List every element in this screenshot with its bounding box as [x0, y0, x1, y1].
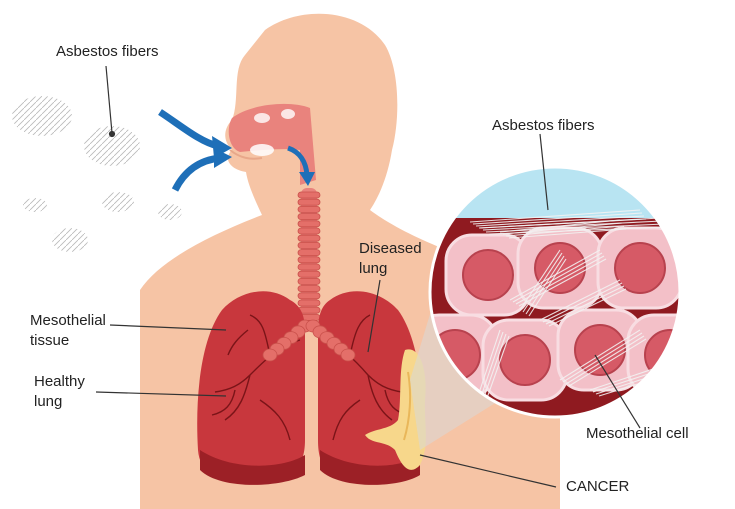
label-mesothelial-cell: Mesothelial cell [586, 425, 689, 442]
leader-lines [95, 65, 641, 488]
fiber-cluster-icon [12, 96, 182, 252]
mesothelial-cell [481, 318, 569, 402]
airway-cavity [228, 103, 316, 185]
label-asbestos-fibers-air: Asbestos fibers [56, 43, 159, 60]
label-asbestos-fibers-zoom: Asbestos fibers [492, 117, 595, 134]
bronchi [262, 319, 356, 362]
label-diseased-lung: Diseased lung [359, 240, 422, 277]
label-healthy-lung: Healthy lung [34, 373, 85, 410]
arrow-heads [212, 136, 315, 186]
mesothelial-cell [556, 308, 644, 392]
label-mesothelial-tissue: Mesothelial tissue [30, 312, 106, 349]
trachea [297, 188, 321, 329]
label-cancer: CANCER [566, 478, 630, 495]
